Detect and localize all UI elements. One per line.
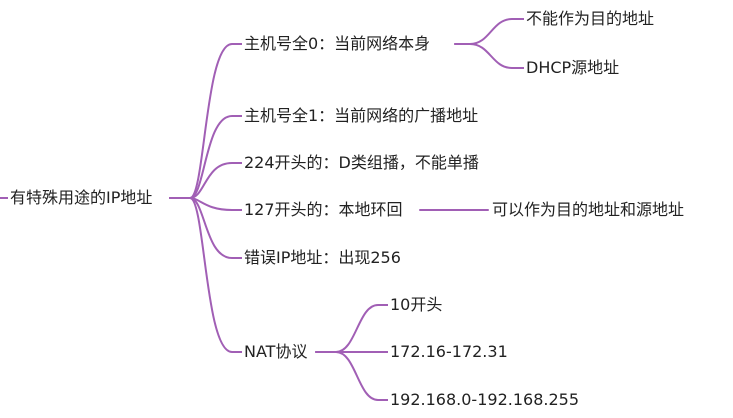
leaf-dest-and-source[interactable]: 可以作为目的地址和源地址: [490, 200, 687, 220]
connector-root-branch-6: [169, 197, 243, 353]
connector-branch-6-child-3: [315, 351, 389, 401]
connector-root-branch-1: [169, 43, 243, 199]
branch-nat[interactable]: NAT协议: [242, 342, 310, 362]
leaf-dhcp-source[interactable]: DHCP源地址: [524, 58, 622, 78]
connector-branch-1-child-2: [454, 43, 525, 69]
branch-host-all-one[interactable]: 主机号全1：当前网络的广播地址: [242, 106, 481, 126]
leaf-nat-192[interactable]: 192.168.0-192.168.255: [388, 390, 581, 410]
connector-branch-1-child-1: [454, 18, 525, 45]
connector-lines: [0, 18, 525, 401]
branch-127-loopback[interactable]: 127开头的：本地环回: [242, 200, 405, 220]
connector-root-branch-4: [169, 197, 243, 211]
branch-host-all-zero[interactable]: 主机号全0：当前网络本身: [242, 34, 433, 54]
branch-invalid-ip[interactable]: 错误IP地址：出现256: [242, 248, 403, 268]
connector-root-branch-5: [169, 197, 243, 259]
leaf-not-destination[interactable]: 不能作为目的地址: [524, 9, 657, 29]
connector-root-branch-3: [169, 162, 243, 199]
root-node[interactable]: 有特殊用途的IP地址: [8, 188, 155, 208]
connector-branch-6-child-1: [315, 304, 389, 353]
leaf-nat-10[interactable]: 10开头: [388, 295, 445, 315]
leaf-nat-172[interactable]: 172.16-172.31: [388, 342, 510, 362]
branch-224-multicast[interactable]: 224开头的：D类组播，不能单播: [242, 153, 481, 173]
